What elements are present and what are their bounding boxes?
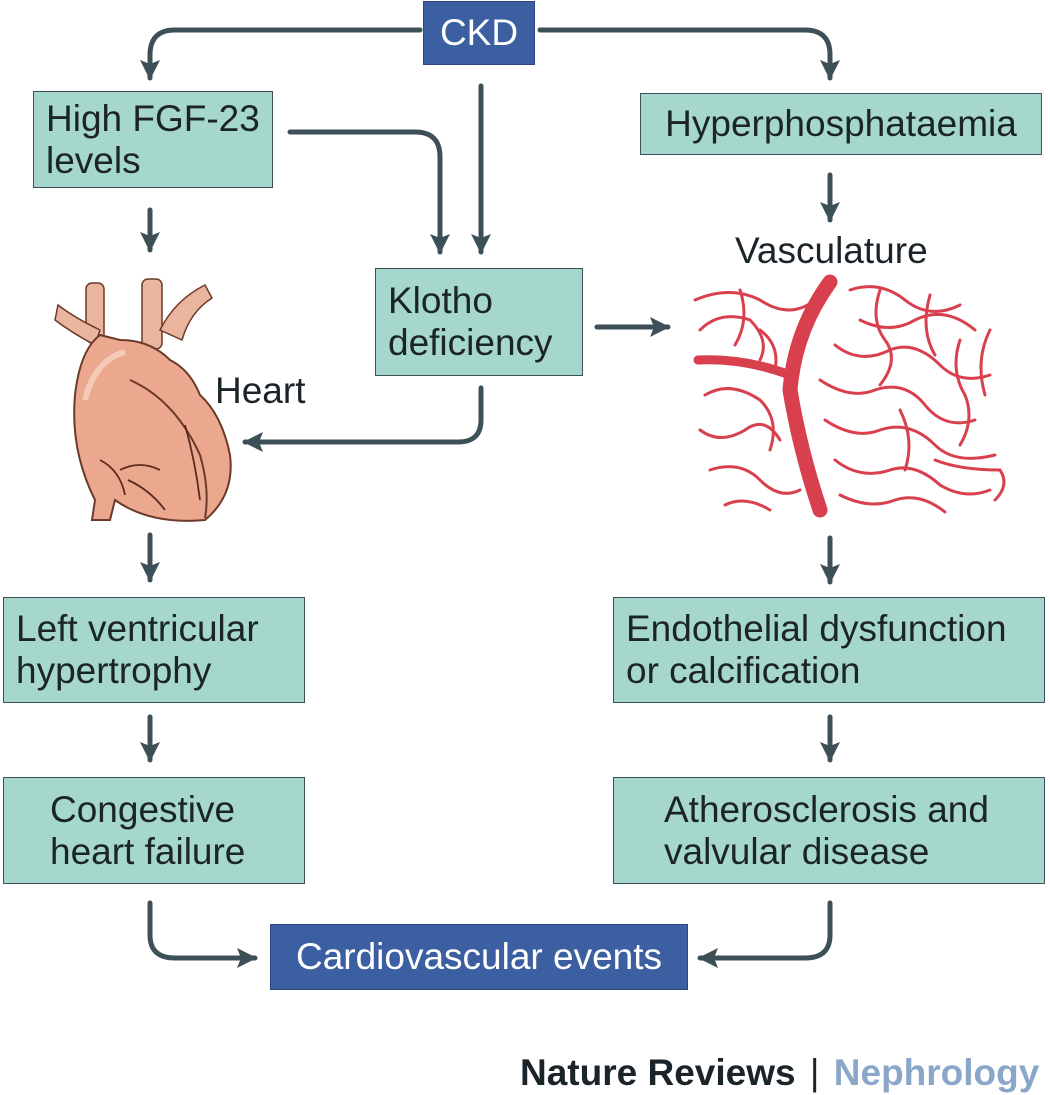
node-lvh-line2: hypertrophy xyxy=(16,650,212,691)
node-chf-line1: Congestive xyxy=(50,788,236,830)
node-athero: Atherosclerosis and valvular disease xyxy=(613,777,1045,884)
arrow-chf-to-events xyxy=(147,900,258,968)
node-lvh: Left ventricular hypertrophy xyxy=(3,597,305,703)
arrow-fgf23-to-klotho xyxy=(287,129,450,255)
node-ckd-label: CKD xyxy=(439,12,519,53)
node-hyperphosphataemia: Hyperphosphataemia xyxy=(640,93,1042,155)
node-klotho: Klotho deficiency xyxy=(375,268,583,376)
heart-label: Heart xyxy=(215,370,306,411)
vasculature-icon xyxy=(693,274,1006,518)
node-athero-line2: valvular disease xyxy=(664,830,930,872)
node-chf: Congestive heart failure xyxy=(3,777,305,884)
vasculature-label: Vasculature xyxy=(735,230,928,271)
node-athero-line1: Atherosclerosis and xyxy=(664,788,989,830)
heart-icon xyxy=(54,278,232,522)
node-chf-line2: heart failure xyxy=(50,830,246,872)
journal-name: Nature Reviews xyxy=(520,1052,796,1093)
node-endothelial-line1: Endothelial dysfunction xyxy=(626,608,1007,649)
node-hyperphos-label: Hyperphosphataemia xyxy=(665,103,1017,144)
credit-separator: | xyxy=(809,1052,820,1093)
node-endothelial: Endothelial dysfunction or calcification xyxy=(613,597,1045,703)
node-klotho-line2: deficiency xyxy=(388,322,553,363)
node-ckd: CKD xyxy=(423,1,535,65)
node-klotho-line1: Klotho xyxy=(388,280,493,321)
arrow-ckd-to-fgf23 xyxy=(140,27,423,81)
node-lvh-line1: Left ventricular xyxy=(16,608,259,649)
node-endothelial-line2: or calcification xyxy=(626,650,861,691)
arrow-athero-to-events xyxy=(697,900,833,968)
journal-credit: Nature Reviews | Nephrology xyxy=(520,1052,1039,1094)
node-cv-events-label: Cardiovascular events xyxy=(295,936,663,977)
node-fgf23: High FGF-23 levels xyxy=(33,91,273,188)
arrow-ckd-to-hyperphos xyxy=(537,27,840,81)
node-fgf23-line2: levels xyxy=(46,139,141,181)
node-cardiovascular-events: Cardiovascular events xyxy=(270,924,688,990)
arrow-klotho-to-heart xyxy=(242,385,484,452)
journal-section: Nephrology xyxy=(833,1052,1040,1093)
node-fgf23-line1: High FGF-23 xyxy=(46,97,260,139)
